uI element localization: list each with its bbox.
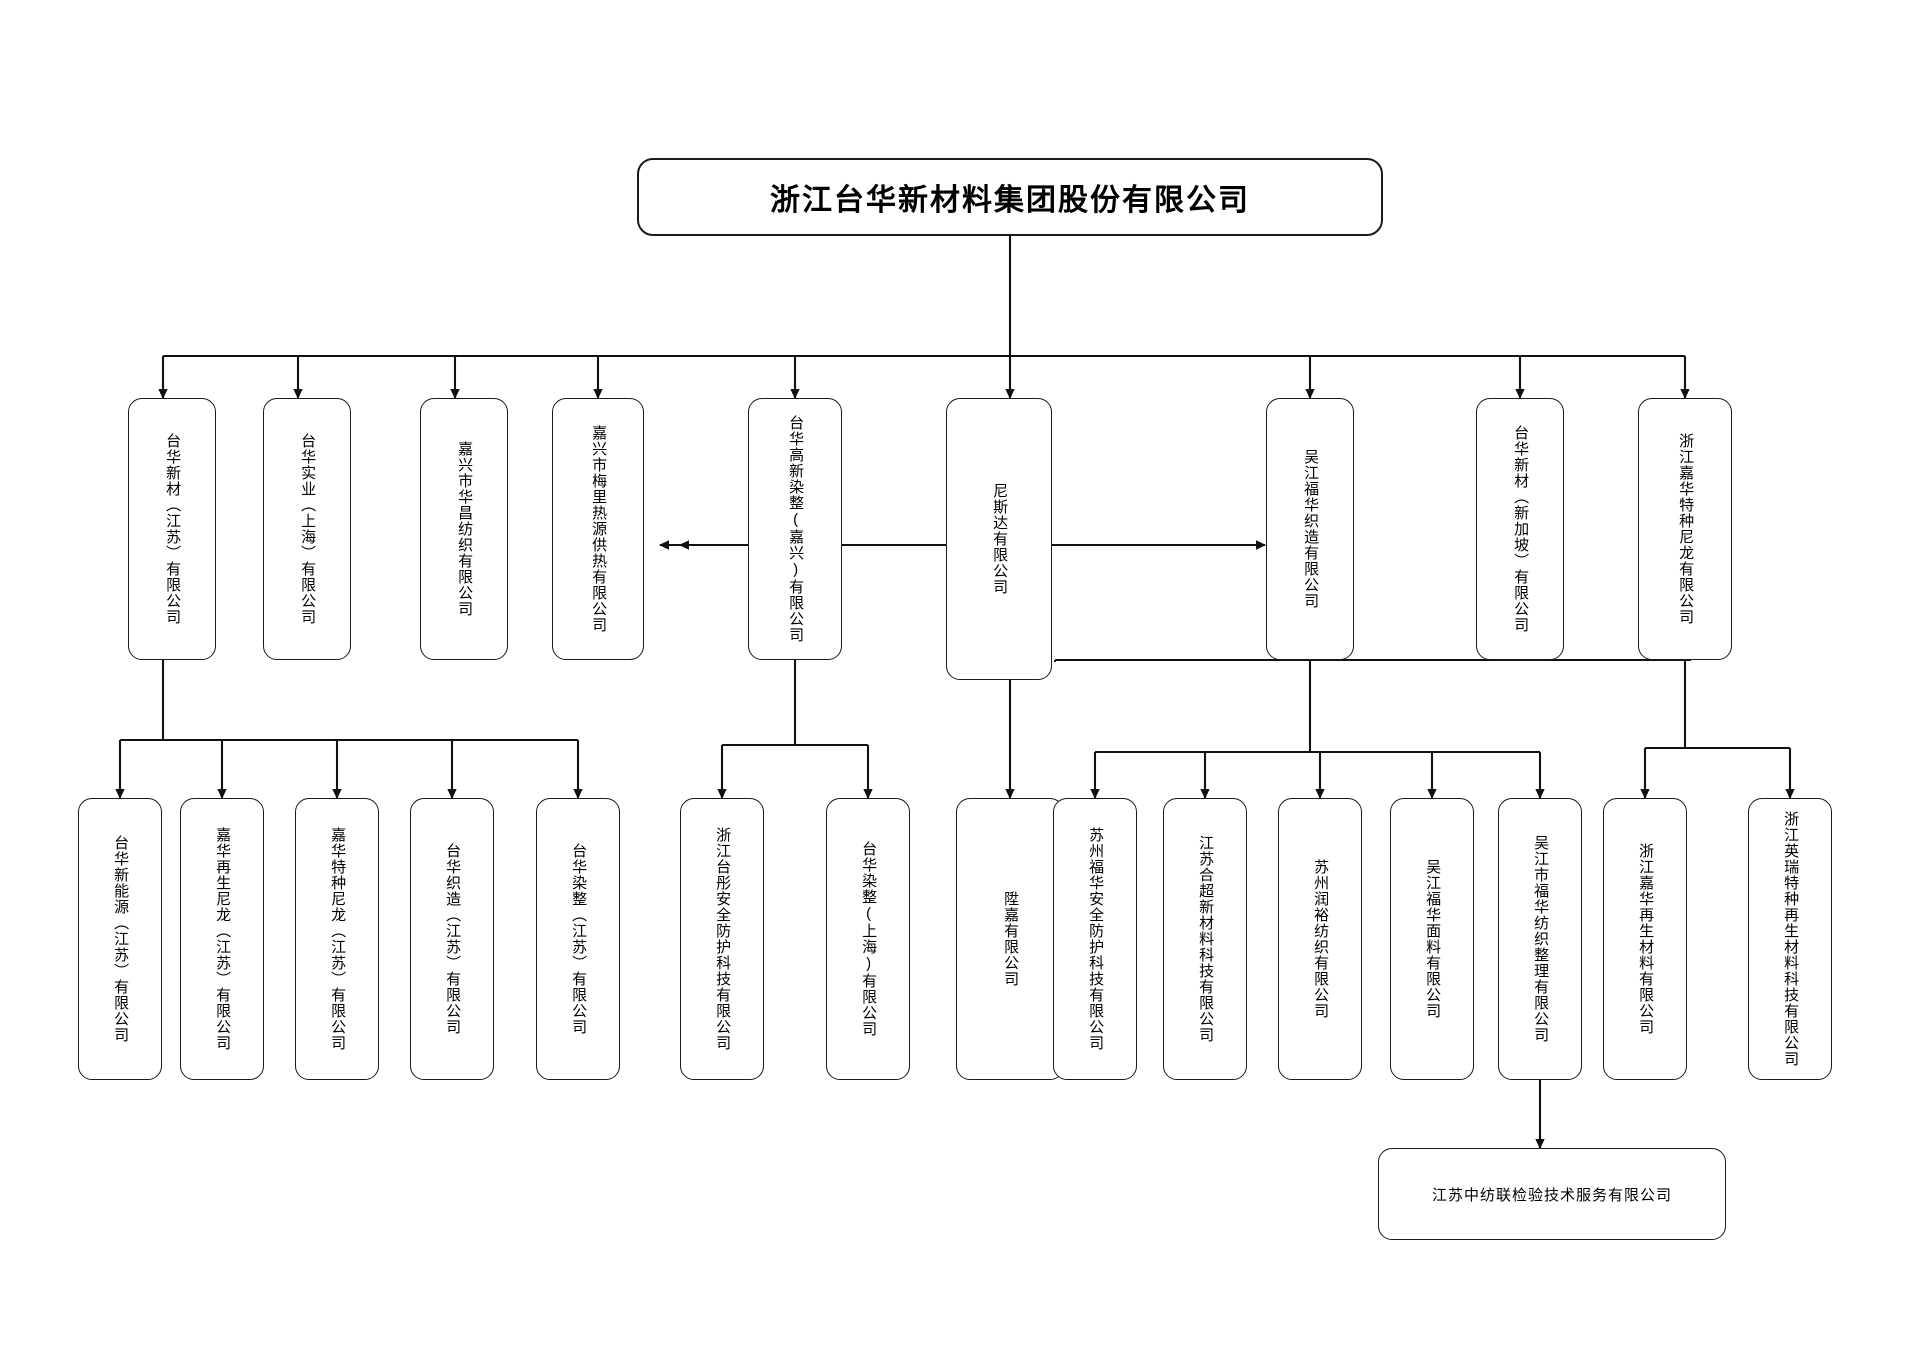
level2-box-5[interactable]: 浙江台彤安全防护科技有限公司 (680, 798, 764, 1080)
level2-box-1[interactable]: 嘉华再生尼龙（江苏）有限公司 (180, 798, 264, 1080)
level1-box-4[interactable]: 台华高新染整(嘉兴)有限公司 (748, 398, 842, 660)
level2-label-4: 台华染整（江苏）有限公司 (570, 843, 588, 1035)
level2-box-9[interactable]: 江苏合超新材料科技有限公司 (1163, 798, 1247, 1080)
level2-label-6: 台华染整(上海)有限公司 (860, 841, 878, 1037)
level2-label-0: 台华新能源（江苏）有限公司 (112, 835, 130, 1043)
level1-label-4: 台华高新染整(嘉兴)有限公司 (787, 415, 805, 643)
level3-label-0: 江苏中纺联检验技术服务有限公司 (1431, 1186, 1672, 1204)
level1-label-8: 浙江嘉华特种尼龙有限公司 (1677, 433, 1695, 625)
level2-box-7[interactable]: 陞嘉有限公司 (956, 798, 1064, 1080)
level2-label-3: 台华织造（江苏）有限公司 (444, 843, 462, 1035)
level2-box-13[interactable]: 浙江嘉华再生材料有限公司 (1603, 798, 1687, 1080)
level3-box-0[interactable]: 江苏中纺联检验技术服务有限公司 (1378, 1148, 1726, 1240)
level1-box-0[interactable]: 台华新材（江苏）有限公司 (128, 398, 216, 660)
level2-box-11[interactable]: 吴江福华面料有限公司 (1390, 798, 1474, 1080)
level2-label-1: 嘉华再生尼龙（江苏）有限公司 (214, 827, 232, 1051)
level2-box-10[interactable]: 苏州润裕纺织有限公司 (1278, 798, 1362, 1080)
level2-label-10: 苏州润裕纺织有限公司 (1312, 859, 1330, 1019)
level1-label-0: 台华新材（江苏）有限公司 (164, 433, 182, 625)
level1-label-7: 台华新材（新加坡）有限公司 (1512, 425, 1530, 633)
level1-label-1: 台华实业（上海）有限公司 (299, 433, 317, 625)
level1-box-6[interactable]: 吴江福华织造有限公司 (1266, 398, 1354, 660)
level2-box-4[interactable]: 台华染整（江苏）有限公司 (536, 798, 620, 1080)
level2-box-3[interactable]: 台华织造（江苏）有限公司 (410, 798, 494, 1080)
level1-box-1[interactable]: 台华实业（上海）有限公司 (263, 398, 351, 660)
level1-box-5[interactable]: 尼斯达有限公司 (946, 398, 1052, 680)
root-company-label: 浙江台华新材料集团股份有限公司 (770, 184, 1250, 217)
level2-box-14[interactable]: 浙江英瑞特种再生材料科技有限公司 (1748, 798, 1832, 1080)
level1-label-3: 嘉兴市梅里热源供热有限公司 (590, 425, 608, 633)
level2-label-5: 浙江台彤安全防护科技有限公司 (714, 827, 732, 1051)
level2-label-2: 嘉华特种尼龙（江苏）有限公司 (329, 827, 347, 1051)
level2-label-7: 陞嘉有限公司 (1002, 891, 1020, 987)
level2-box-12[interactable]: 吴江市福华纺织整理有限公司 (1498, 798, 1582, 1080)
level2-box-6[interactable]: 台华染整(上海)有限公司 (826, 798, 910, 1080)
level2-label-12: 吴江市福华纺织整理有限公司 (1532, 835, 1550, 1043)
level1-box-7[interactable]: 台华新材（新加坡）有限公司 (1476, 398, 1564, 660)
level1-box-3[interactable]: 嘉兴市梅里热源供热有限公司 (552, 398, 644, 660)
level2-box-0[interactable]: 台华新能源（江苏）有限公司 (78, 798, 162, 1080)
level1-box-8[interactable]: 浙江嘉华特种尼龙有限公司 (1638, 398, 1732, 660)
level2-label-13: 浙江嘉华再生材料有限公司 (1637, 843, 1655, 1035)
level2-box-2[interactable]: 嘉华特种尼龙（江苏）有限公司 (295, 798, 379, 1080)
level1-box-2[interactable]: 嘉兴市华昌纺织有限公司 (420, 398, 508, 660)
level2-label-9: 江苏合超新材料科技有限公司 (1197, 835, 1215, 1043)
level2-label-11: 吴江福华面料有限公司 (1424, 859, 1442, 1019)
level2-box-8[interactable]: 苏州福华安全防护科技有限公司 (1053, 798, 1137, 1080)
level1-label-5: 尼斯达有限公司 (991, 483, 1009, 595)
level2-label-14: 浙江英瑞特种再生材料科技有限公司 (1782, 811, 1800, 1067)
level1-label-6: 吴江福华织造有限公司 (1302, 449, 1320, 609)
level1-label-2: 嘉兴市华昌纺织有限公司 (456, 441, 474, 617)
root-company-box[interactable]: 浙江台华新材料集团股份有限公司 (637, 158, 1383, 236)
level2-label-8: 苏州福华安全防护科技有限公司 (1087, 827, 1105, 1051)
